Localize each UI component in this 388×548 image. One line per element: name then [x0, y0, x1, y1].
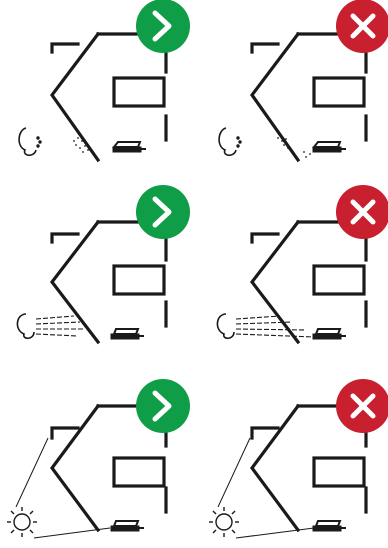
status-ok-badge — [136, 185, 190, 239]
panel-sunlight-ok — [0, 366, 194, 548]
house-outline-icon — [49, 219, 168, 345]
chevron-right-icon — [152, 196, 172, 228]
scene-sunlight-not-ok — [209, 379, 388, 539]
robot-mower-icon — [110, 520, 144, 532]
scene-blowing-not-ok — [216, 185, 388, 345]
scene-blowing-ok — [16, 185, 190, 345]
spray-particles — [277, 137, 311, 158]
wind-cloud-icon — [218, 127, 242, 157]
sun-rays — [217, 437, 315, 539]
status-not-ok-badge — [336, 0, 388, 53]
house-outline-icon — [250, 31, 368, 163]
wind-cloud-icon — [16, 313, 35, 340]
robot-mower-icon — [312, 520, 346, 532]
sun-icon — [7, 507, 37, 537]
robot-mower-icon — [111, 141, 146, 153]
panel-blowing-ok — [0, 182, 194, 364]
scene-sunlight-ok — [7, 379, 190, 539]
wind-cloud-icon — [216, 313, 235, 340]
chevron-right-icon — [152, 10, 172, 42]
status-not-ok-badge — [336, 379, 388, 433]
x-icon — [350, 393, 376, 419]
panel-blowing-not-ok — [194, 182, 388, 364]
scene-wind-ok — [18, 0, 190, 163]
panel-wind-ok — [0, 0, 194, 182]
spray-particles — [73, 137, 89, 153]
wind-gust-lines — [35, 315, 84, 337]
wind-cloud-icon — [18, 127, 42, 157]
sun-rays — [15, 437, 111, 539]
robot-mower-icon — [311, 141, 346, 153]
robot-mower-icon — [110, 328, 144, 340]
status-ok-badge — [136, 379, 190, 433]
x-icon — [350, 199, 376, 225]
wind-gust-lines — [235, 315, 315, 338]
robot-mower-icon — [312, 328, 346, 340]
sun-icon — [209, 507, 239, 537]
scene-wind-not-ok — [218, 0, 388, 163]
panel-sunlight-not-ok — [194, 366, 388, 548]
house-outline-icon — [50, 31, 168, 163]
status-ok-badge — [136, 0, 190, 53]
chevron-right-icon — [152, 390, 172, 422]
house-outline-icon — [249, 219, 368, 345]
x-icon — [350, 13, 376, 39]
status-not-ok-badge — [336, 185, 388, 239]
panel-wind-not-ok — [194, 0, 388, 182]
